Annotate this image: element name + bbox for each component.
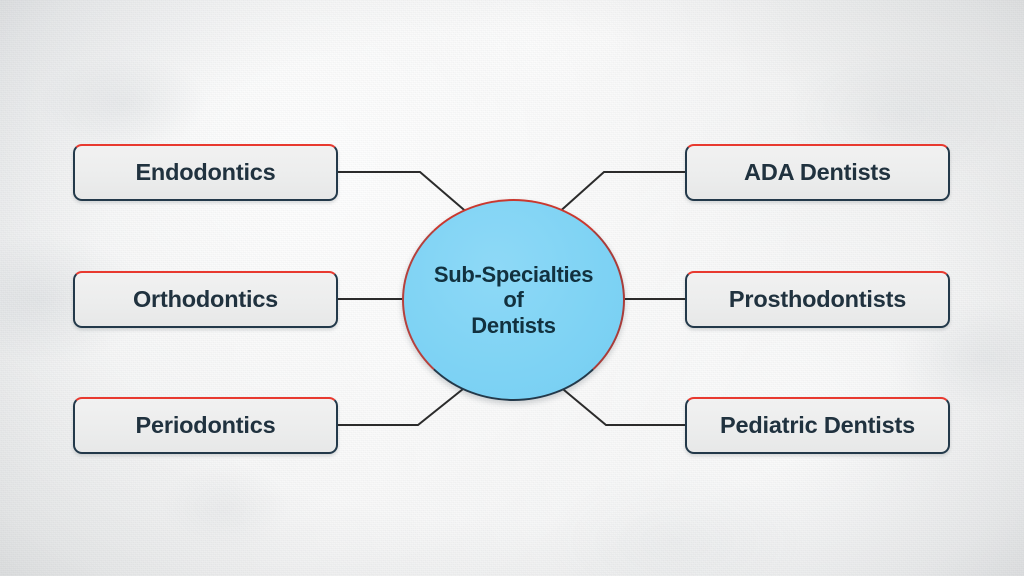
center-node-circle[interactable]: Sub-Specialties of Dentists	[402, 199, 625, 401]
node-orthodontics[interactable]: Orthodontics	[73, 271, 338, 328]
node-label-prosthodontists: Prosthodontists	[728, 285, 907, 312]
node-endodontics[interactable]: Endodontics	[73, 144, 338, 201]
node-ada-dentists[interactable]: ADA Dentists	[685, 144, 950, 201]
node-pediatric-dentists[interactable]: Pediatric Dentists	[685, 397, 950, 454]
connector-endodontics	[337, 171, 472, 217]
node-prosthodontists[interactable]: Prosthodontists	[685, 271, 950, 328]
node-label-periodontics: Periodontics	[135, 411, 276, 438]
center-node-label: Sub-Specialties of Dentists	[433, 262, 594, 338]
node-label-endodontics: Endodontics	[135, 158, 276, 185]
connector-ada-dentists	[554, 171, 686, 217]
connector-pediatric-dentists	[556, 383, 686, 426]
node-label-pediatric-dentists: Pediatric Dentists	[720, 411, 915, 438]
node-label-orthodontics: Orthodontics	[132, 285, 279, 312]
node-label-ada-dentists: ADA Dentists	[744, 158, 891, 185]
connector-periodontics	[337, 383, 470, 426]
node-periodontics[interactable]: Periodontics	[73, 397, 338, 454]
